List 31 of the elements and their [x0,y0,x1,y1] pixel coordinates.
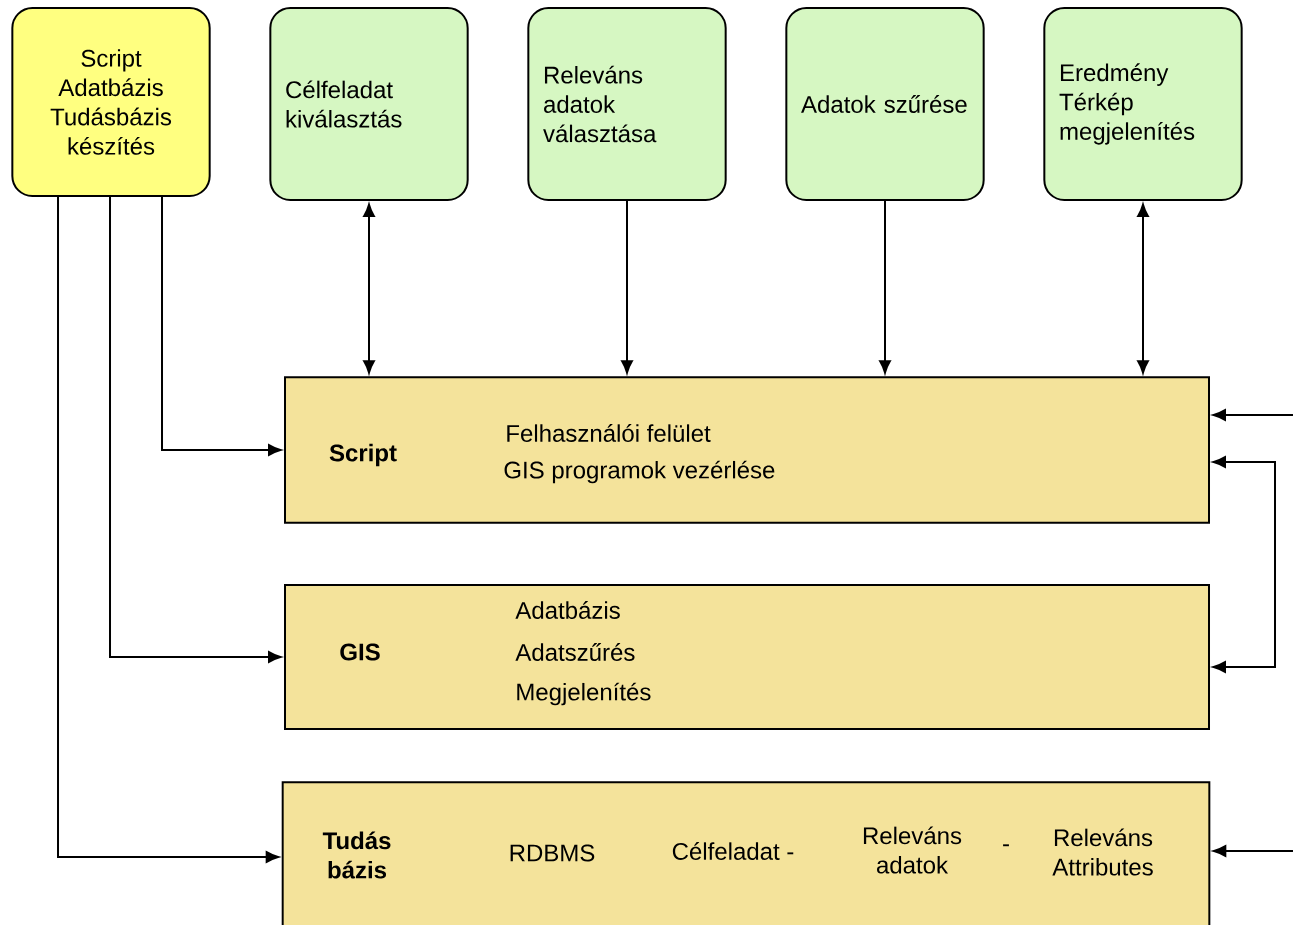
arrow [109,196,282,663]
box-text: RDBMS [510,844,595,862]
arrow [621,200,633,374]
arrow [1212,409,1293,421]
process-box: Releváns adatok választása [527,7,727,201]
process-box: Eredmény Térkép megjelenítés [1043,7,1243,201]
process-box [284,376,1210,524]
arrow [879,200,891,374]
arrow [57,196,279,863]
box-text: - [1003,844,1009,847]
arrow [1212,456,1276,673]
box-text: Adatbázis [515,601,620,619]
box-text: Célfeladat - [672,842,794,860]
arrow [363,203,375,374]
process-box: Célfeladat kiválasztás [269,7,469,201]
box-title: GIS [340,643,380,661]
box-text: Releváns adatok [863,826,962,874]
box-title: Tudás bázis [322,831,391,879]
box-text: Adatszűrés [515,643,635,661]
process-box [284,584,1210,730]
arrow [1213,845,1293,857]
box-text: Megjelenítés [517,682,651,706]
box-title: Script [329,443,397,467]
process-box [281,781,1211,925]
arrow [1137,203,1149,374]
box-text: Felhasználói felület [507,424,711,442]
process-box: Adatok szűrése [785,7,985,201]
arrow [161,196,282,456]
process-box: Script Adatbázis Tudásbázis készítés [11,7,211,197]
box-text: GIS programok vezérlése [504,460,775,484]
box-text: Releváns Attributes [1052,828,1153,876]
